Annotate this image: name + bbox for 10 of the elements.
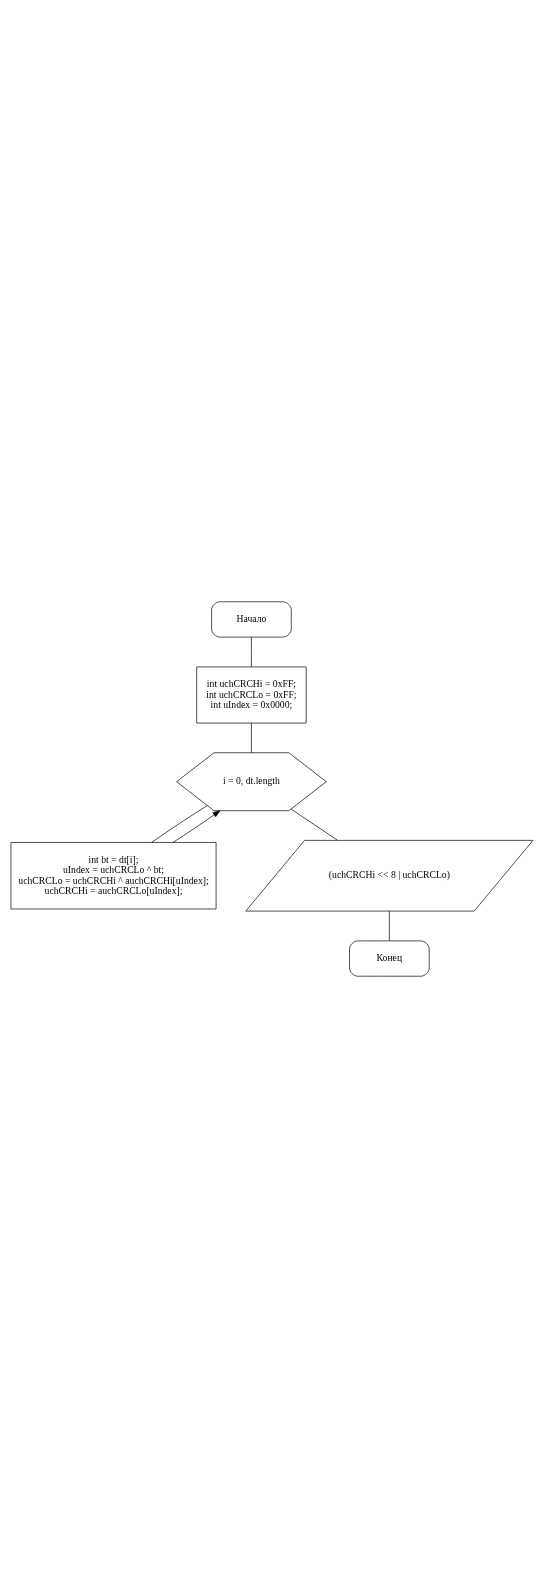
connector <box>389 910 390 941</box>
connector <box>151 804 208 843</box>
node-box: int bt = dt[i]; uIndex = uchCRCLo ^ bt; uchCRCLo = uchCRCHi ^ auchCRCHi[uIndex]; uchCRCHi = auchCRCLo[uIndex]; <box>10 841 217 909</box>
connector <box>251 636 252 667</box>
node-box: int uchCRCHi = 0xFF; int uchCRCLo = 0xFF; int uIndex = 0x0000; <box>196 666 307 723</box>
node-box: Начало <box>211 600 292 637</box>
node-box: Конец <box>349 940 430 977</box>
connector <box>251 722 252 753</box>
arrow <box>172 809 221 843</box>
connector <box>290 808 338 841</box>
